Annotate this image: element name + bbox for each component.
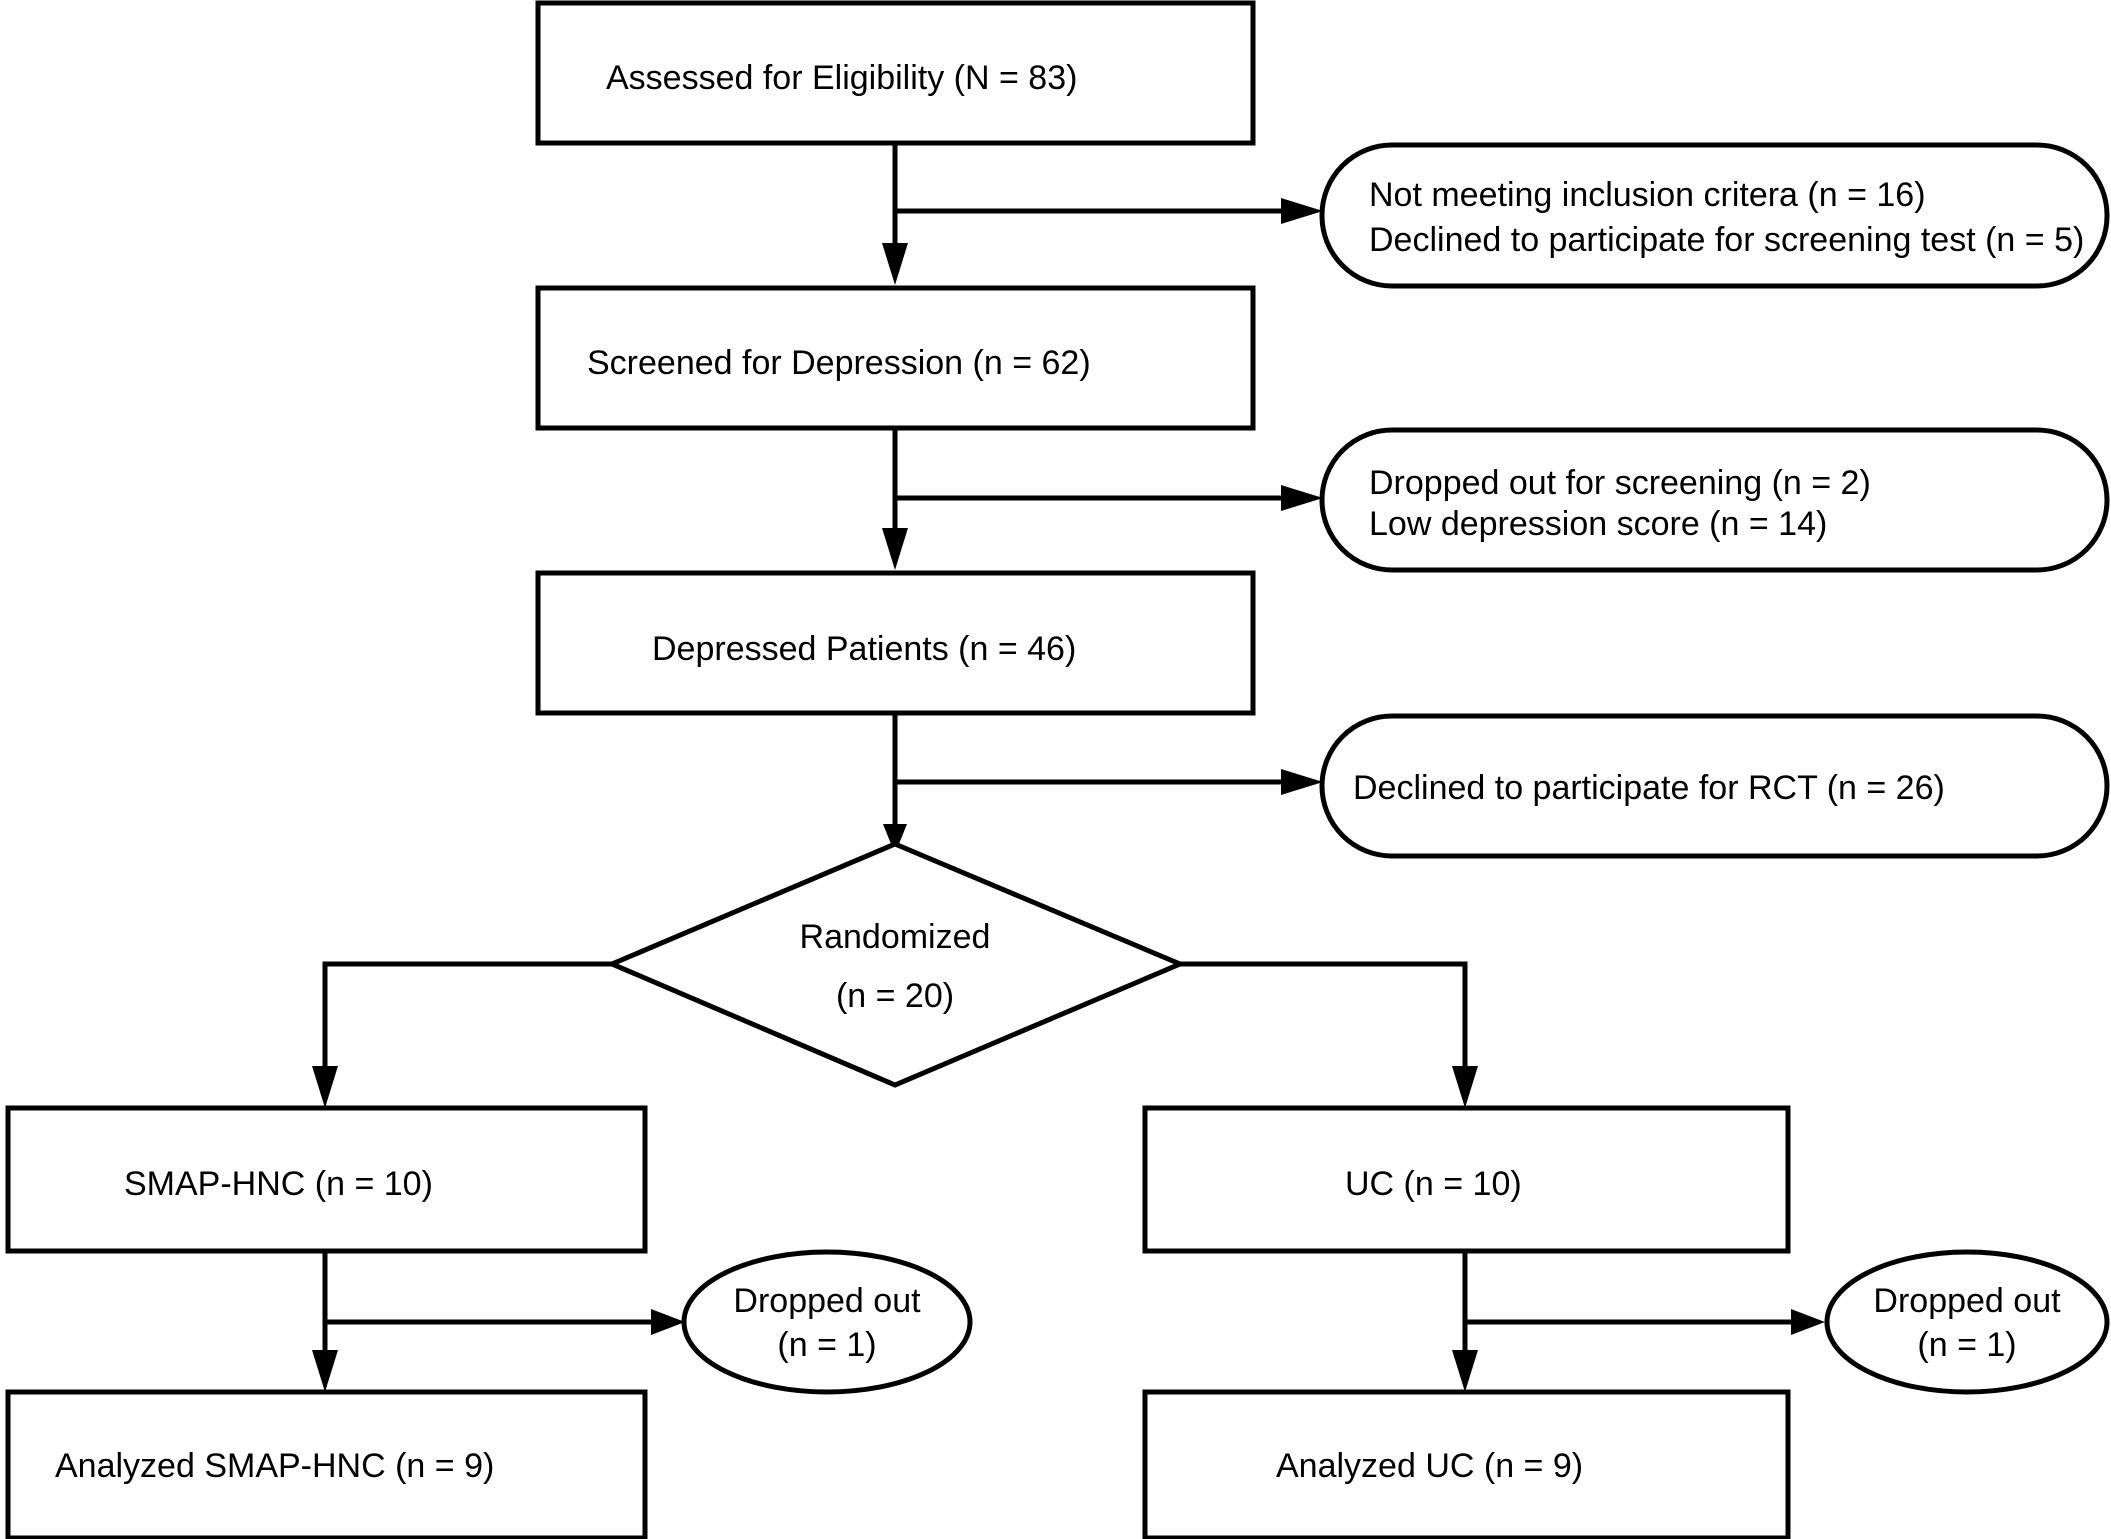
box-depressed-label: Depressed Patients (n = 46): [652, 630, 1076, 668]
arrowheads: [312, 198, 1825, 1392]
box-smap: SMAP-HNC (n = 10): [5, 1105, 648, 1254]
arrowhead-down-analyzed-smap: [312, 1350, 338, 1392]
arrowhead-right-uc-dropout: [1791, 1309, 1825, 1335]
box-smap-label: SMAP-HNC (n = 10): [124, 1165, 433, 1203]
box-depressed: Depressed Patients (n = 46): [535, 570, 1256, 716]
exclusion-eligibility: Not meeting inclusion critera (n = 16) D…: [1319, 142, 2110, 289]
box-assessed-label: Assessed for Eligibility (N = 83): [606, 59, 1077, 97]
arrowhead-down-smap: [312, 1066, 338, 1108]
exclusion-rct: Declined to participate for RCT (n = 26): [1319, 713, 2110, 859]
smap-dropout-line-2: (n = 1): [777, 1326, 876, 1364]
exclusion-eligibility-line-1: Not meeting inclusion critera (n = 16): [1369, 176, 1926, 214]
arrowhead-down-depressed: [882, 528, 908, 570]
exclusion-screening-line-2: Low depression score (n = 14): [1369, 505, 1827, 543]
arrowhead-down-randomized: [883, 824, 907, 854]
exclusion-screening-line-1: Dropped out for screening (n = 2): [1369, 464, 1871, 502]
box-uc: UC (n = 10): [1142, 1105, 1791, 1254]
box-analyzed-uc: Analyzed UC (n = 9): [1142, 1389, 1791, 1539]
arrowhead-down-uc: [1452, 1066, 1478, 1108]
arrowhead-right-screening-exclusion: [1281, 485, 1323, 511]
arrowhead-right-smap-dropout: [651, 1309, 685, 1335]
box-screened-label: Screened for Depression (n = 62): [587, 344, 1091, 382]
arrowhead-down-screened: [882, 243, 908, 285]
box-assessed: Assessed for Eligibility (N = 83): [535, 0, 1256, 146]
connector-randomized-uc: [1180, 961, 1468, 1075]
box-screened: Screened for Depression (n = 62): [535, 285, 1256, 431]
exclusion-smap-dropout: Dropped out (n = 1): [681, 1249, 973, 1395]
decision-count: (n = 20): [836, 977, 954, 1015]
box-analyzed-smap: Analyzed SMAP-HNC (n = 9): [5, 1389, 648, 1539]
arrowhead-right-eligibility-exclusion: [1281, 198, 1323, 224]
arrowhead-down-analyzed-uc: [1452, 1350, 1478, 1392]
decision-randomized: Randomized (n = 20): [605, 841, 1187, 1088]
exclusion-eligibility-line-2: Declined to participate for screening te…: [1369, 221, 2084, 259]
exclusion-rct-label: Declined to participate for RCT (n = 26): [1353, 769, 1945, 807]
box-analyzed-uc-label: Analyzed UC (n = 9): [1276, 1447, 1583, 1485]
uc-dropout-line-1: Dropped out: [1873, 1282, 2061, 1320]
box-uc-label: UC (n = 10): [1345, 1165, 1522, 1203]
decision-label: Randomized: [800, 918, 991, 956]
connector-randomized-smap: [322, 961, 612, 1075]
connectors: [322, 143, 1800, 1360]
smap-dropout-line-1: Dropped out: [733, 1282, 921, 1320]
exclusion-uc-dropout: Dropped out (n = 1): [1824, 1249, 2110, 1395]
box-analyzed-smap-label: Analyzed SMAP-HNC (n = 9): [55, 1447, 494, 1485]
arrowhead-right-rct-exclusion: [1281, 769, 1323, 795]
uc-dropout-line-2: (n = 1): [1917, 1326, 2016, 1364]
exclusion-screening: Dropped out for screening (n = 2) Low de…: [1319, 427, 2110, 573]
